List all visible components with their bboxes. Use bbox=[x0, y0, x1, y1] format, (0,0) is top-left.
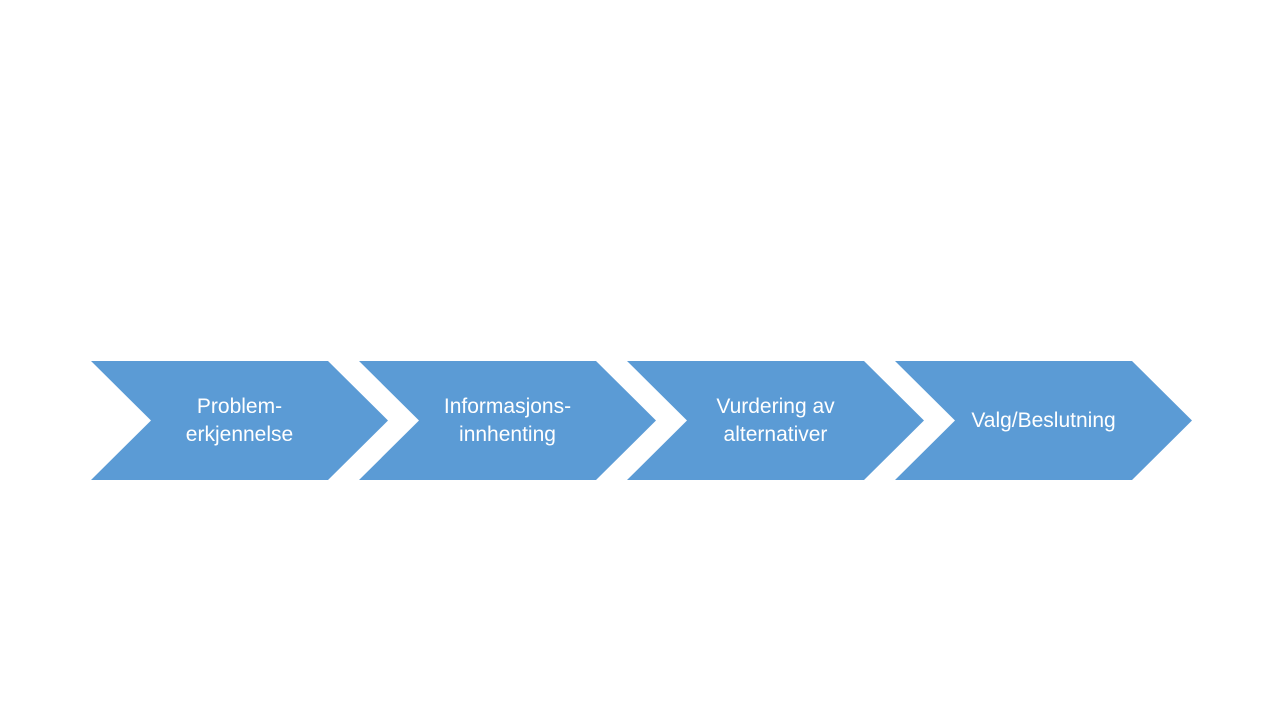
label-line-1: Problem- bbox=[196, 394, 283, 418]
chevron-arrow-shape bbox=[91, 361, 388, 480]
process-step-problem-recognition: Problem- erkjennelse bbox=[91, 361, 388, 480]
process-step-label: Informasjons- innhenting bbox=[419, 361, 596, 480]
chevron-arrow-shape bbox=[359, 361, 656, 480]
label-line-2: innhenting bbox=[459, 422, 556, 446]
process-step-choice-decision: Valg/Beslutning bbox=[895, 361, 1192, 480]
label-line-2: erkjennelse bbox=[185, 422, 294, 446]
label-line-1: Vurdering av bbox=[716, 394, 835, 418]
chevron-arrow-shape bbox=[895, 361, 1192, 480]
process-step-label: Problem- erkjennelse bbox=[151, 361, 328, 480]
label-line-1: Valg/Beslutning bbox=[971, 408, 1116, 432]
label-line-1: Informasjons- bbox=[443, 394, 572, 418]
process-step-evaluation-of-alternatives: Vurdering av alternativer bbox=[627, 361, 924, 480]
label-line-2: alternativer bbox=[723, 422, 828, 446]
chevron-arrow-shape bbox=[627, 361, 924, 480]
process-step-label: Valg/Beslutning bbox=[955, 361, 1132, 480]
process-step-label: Vurdering av alternativer bbox=[687, 361, 864, 480]
process-step-information-search: Informasjons- innhenting bbox=[359, 361, 656, 480]
